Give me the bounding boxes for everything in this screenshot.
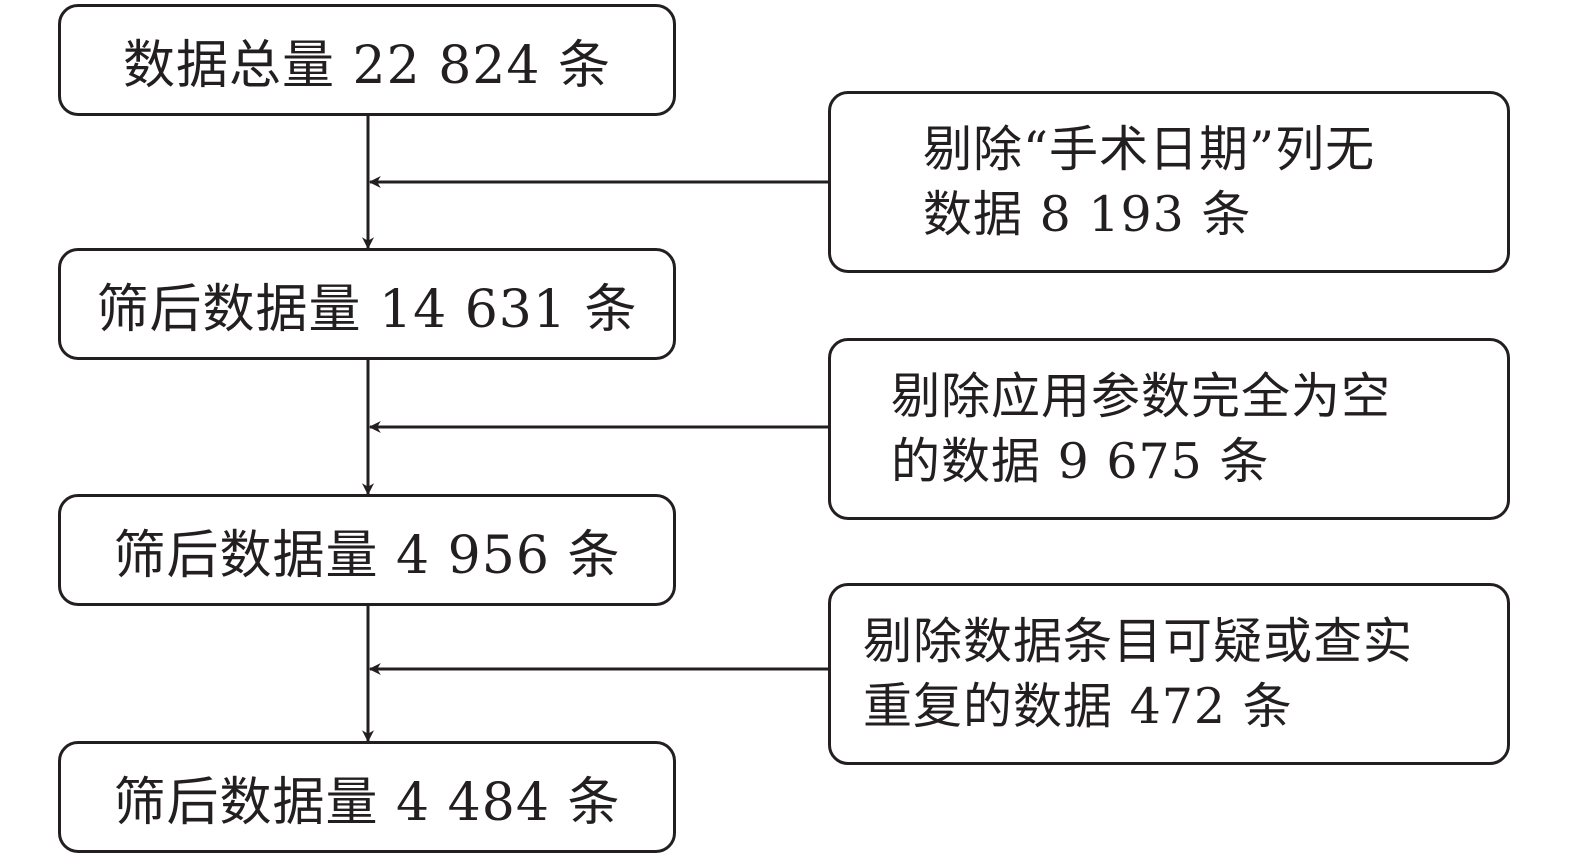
filtered-data-label-2: 筛后数据量 4 956 条 bbox=[113, 525, 621, 586]
exclusion-2-line-2: 的数据 9 675 条 bbox=[891, 433, 1270, 490]
exclusion-text-2: 剔除应用参数完全为空 的数据 9 675 条 bbox=[891, 364, 1391, 494]
total-data-label: 数据总量 22 824 条 bbox=[122, 35, 611, 96]
exclusion-box-2: 剔除应用参数完全为空 的数据 9 675 条 bbox=[828, 338, 1510, 520]
exclusion-text-3: 剔除数据条目可疑或查实 重复的数据 472 条 bbox=[863, 609, 1413, 739]
filtered-data-box-3: 筛后数据量 4 484 条 bbox=[58, 741, 676, 853]
exclusion-text-1: 剔除“手术日期”列无 数据 8 193 条 bbox=[923, 117, 1375, 247]
exclusion-3-line-1: 剔除数据条目可疑或查实 bbox=[863, 613, 1414, 670]
total-data-box: 数据总量 22 824 条 bbox=[58, 4, 676, 116]
filtered-data-label-3: 筛后数据量 4 484 条 bbox=[113, 772, 621, 833]
exclusion-box-1: 剔除“手术日期”列无 数据 8 193 条 bbox=[828, 91, 1510, 273]
filtered-data-box-1: 筛后数据量 14 631 条 bbox=[58, 248, 676, 360]
exclusion-2-line-1: 剔除应用参数完全为空 bbox=[891, 368, 1392, 425]
exclusion-box-3: 剔除数据条目可疑或查实 重复的数据 472 条 bbox=[828, 583, 1510, 765]
exclusion-1-line-1: 剔除“手术日期”列无 bbox=[923, 121, 1376, 178]
exclusion-3-line-2: 重复的数据 472 条 bbox=[863, 678, 1293, 735]
exclusion-1-line-2: 数据 8 193 条 bbox=[923, 186, 1252, 243]
filtered-data-box-2: 筛后数据量 4 956 条 bbox=[58, 494, 676, 606]
filtered-data-label-1: 筛后数据量 14 631 条 bbox=[96, 279, 638, 340]
